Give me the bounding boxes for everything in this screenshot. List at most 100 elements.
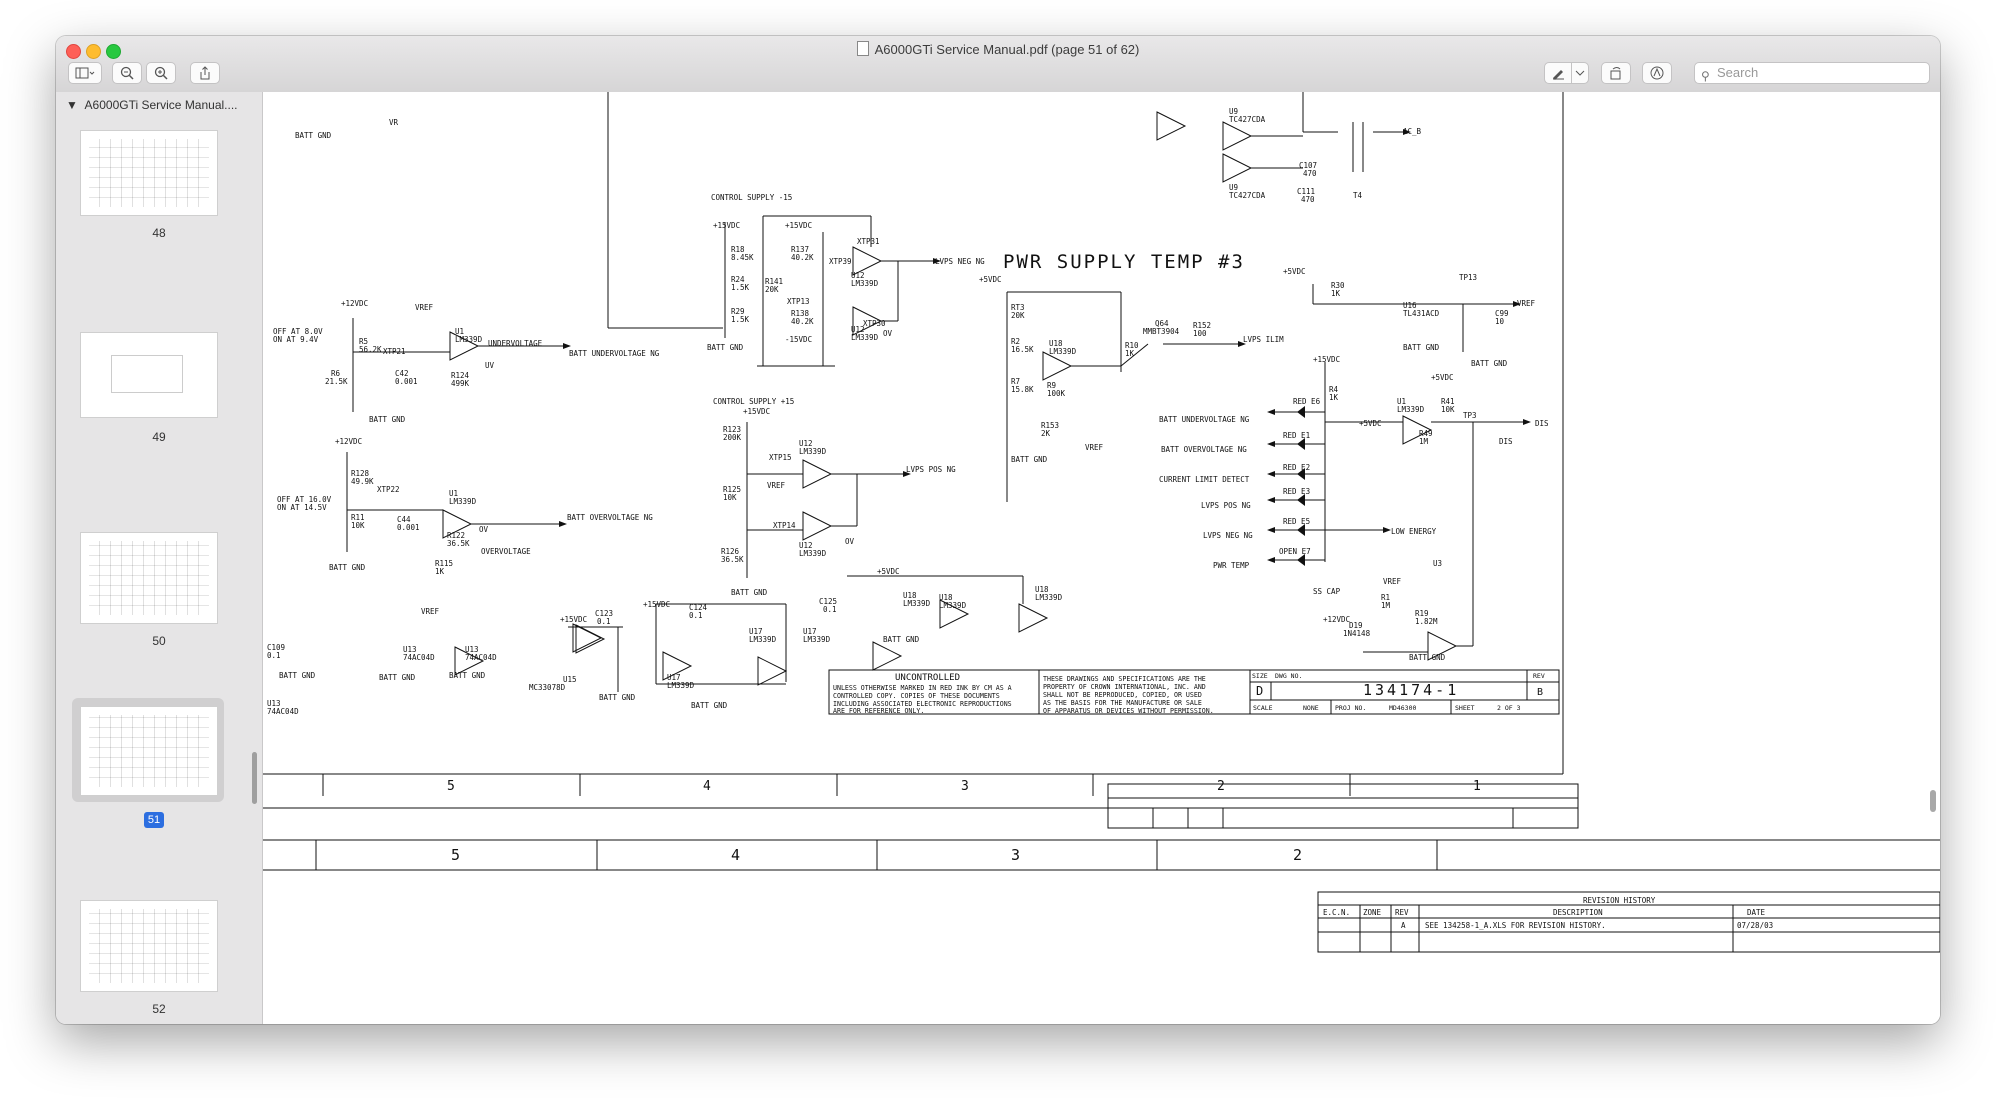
document-page-view[interactable]: PWR SUPPLY TEMP #3 CONTROL SUPPLY -15 CO… [263, 92, 1940, 1024]
label-dis-b: DIS [1499, 437, 1513, 446]
tp-xtp30: XTP30 [863, 319, 886, 328]
zone-bottom-2: 2 [1293, 846, 1302, 864]
label-p15-c: +15VDC [743, 407, 770, 416]
led-row-3: CURRENT LIMIT DETECT [1159, 475, 1250, 484]
page-thumbnail-50[interactable] [80, 532, 218, 624]
label-gnd-6: BATT GND [1011, 455, 1048, 464]
label-gnd-9: BATT GND [1409, 653, 1446, 662]
uncontrolled-note-3: INCLUDING ASSOCIATED ELECTRONIC REPRODUC… [833, 700, 1012, 708]
sidebar-scrollbar[interactable] [252, 752, 257, 804]
part-tc427-b: TC427CDA [1229, 191, 1266, 200]
page-thumbnail-49[interactable] [80, 332, 218, 418]
label-p5-e: +5VDC [877, 567, 900, 576]
search-field[interactable]: ⚲Search [1694, 62, 1930, 84]
vertical-scrollbar[interactable] [1930, 790, 1936, 812]
output-lvps-pos: LVPS POS NG [906, 465, 956, 474]
zone-top-1: 1 [1473, 779, 1481, 794]
zoom-out-button[interactable] [112, 62, 142, 84]
tp-xtp22: XTP22 [377, 485, 400, 494]
part-lm339-h: LM339D [1397, 405, 1425, 414]
page-number-51: 51 [144, 812, 164, 828]
sidebar-icon [75, 67, 95, 79]
rotate-button[interactable] [1601, 62, 1631, 84]
share-button[interactable] [190, 62, 220, 84]
cap-c111: C111 [1297, 187, 1315, 196]
sidebar-toggle-button[interactable] [68, 62, 102, 84]
rev-row-date: 07/28/03 [1737, 921, 1773, 930]
page-thumbnail-48[interactable] [80, 130, 218, 216]
part-u3: U3 [1433, 559, 1442, 568]
page-number-48: 48 [152, 226, 166, 240]
res-rt3: RT3 [1011, 303, 1025, 312]
cap-c99: C99 [1495, 309, 1509, 318]
res-r11: R11 [351, 513, 365, 522]
uncontrolled-title: UNCONTROLLED [895, 673, 960, 683]
res-r137: R137 [791, 245, 809, 254]
sidebar-document-header[interactable]: ▼ A6000GTi Service Manual.... [66, 98, 238, 112]
label-p15-f: +15VDC [1313, 355, 1340, 364]
dwg-number: 134174-1 [1363, 681, 1459, 699]
uncontrolled-note-4: ARE FOR REFERENCE ONLY. [833, 707, 924, 715]
zone-top-5: 5 [447, 779, 455, 794]
cap-c125-value: 0.1 [823, 605, 837, 614]
zoom-in-icon [154, 66, 168, 80]
markup-menu-button[interactable] [1571, 62, 1589, 84]
cap-c123: C123 [595, 609, 613, 618]
zoom-button[interactable] [106, 44, 121, 59]
markup-pen-icon [1553, 70, 1564, 80]
schematic-heading: PWR SUPPLY TEMP #3 [1003, 251, 1245, 273]
tp-xtp39: XTP39 [829, 257, 852, 266]
res-r1-value: 1M [1381, 601, 1391, 610]
led-row-4: LVPS POS NG [1201, 501, 1251, 510]
pdf-document-icon [856, 41, 869, 56]
res-r19: R19 [1415, 609, 1429, 618]
proj-value: MD46300 [1389, 704, 1416, 712]
rev-label: REV [1533, 672, 1545, 680]
res-r124-value: 499K [451, 379, 470, 388]
part-tp13: TP13 [1459, 273, 1477, 282]
res-r2-value: 16.5K [1011, 345, 1034, 354]
page-number-49: 49 [152, 430, 166, 444]
minimize-button[interactable] [86, 44, 101, 59]
rev-row-description: SEE 134258-1_A.XLS FOR REVISION HISTORY. [1425, 921, 1606, 930]
share-icon [200, 66, 210, 80]
cap-c124-value: 0.1 [689, 611, 703, 620]
zone-bottom-4: 4 [731, 846, 740, 864]
markup-button[interactable] [1544, 62, 1572, 84]
res-r122-value: 36.5K [447, 539, 470, 548]
zone-bottom-3: 3 [1011, 846, 1020, 864]
rev-header-zone: ZONE [1363, 908, 1382, 917]
page-number-50: 50 [152, 634, 166, 648]
tp-xtp13: XTP13 [787, 297, 810, 306]
part-74ac04-a: 74AC04D [403, 653, 435, 662]
led-tag-1: RED E6 [1293, 397, 1321, 406]
res-r5: R5 [359, 337, 368, 346]
close-button[interactable] [66, 44, 81, 59]
page-thumbnail-51[interactable] [80, 706, 218, 796]
uncontrolled-note-2: CONTROLLED COPY. COPIES OF THESE DOCUMEN… [833, 692, 1000, 700]
res-r4: R4 [1329, 385, 1339, 394]
led-row-6: PWR TEMP [1213, 561, 1250, 570]
label-off-high-1: OFF AT 16.0V [277, 495, 332, 504]
cap-c107-value: 470 [1303, 169, 1317, 178]
res-r137-value: 40.2K [791, 253, 814, 262]
window-title-text: A6000GTi Service Manual.pdf (page 51 of … [874, 42, 1140, 57]
diode-d19-value: 1N4148 [1343, 629, 1371, 638]
annotate-button[interactable] [1642, 62, 1672, 84]
label-p12-a: +12VDC [341, 299, 368, 308]
part-lm339-b: LM339D [449, 497, 477, 506]
zoom-in-button[interactable] [146, 62, 176, 84]
res-r141-value: 20K [765, 285, 779, 294]
part-u18-c: U18 [939, 593, 953, 602]
res-r138: R138 [791, 309, 810, 318]
sidebar-document-title: A6000GTi Service Manual.... [84, 98, 238, 112]
page-number-52: 52 [152, 1002, 166, 1016]
label-p15-e: +15VDC [643, 600, 670, 609]
page-thumbnail-52[interactable] [80, 900, 218, 992]
part-u17-a: U17 [749, 627, 763, 636]
res-rt3-value: 20K [1011, 311, 1025, 320]
tp-xtp31: XTP31 [857, 237, 880, 246]
led-tag-3: RED E2 [1283, 463, 1310, 472]
res-r126: R126 [721, 547, 740, 556]
label-m15: -15VDC [785, 335, 812, 344]
